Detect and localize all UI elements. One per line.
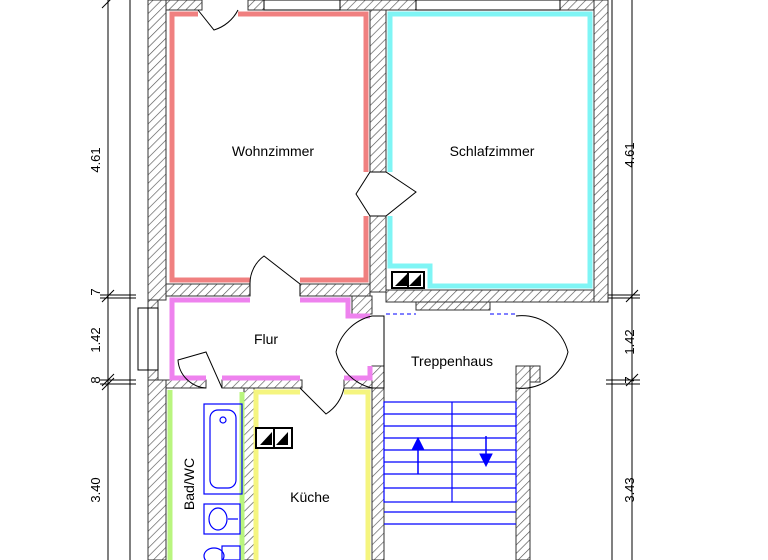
staircase (383, 401, 517, 525)
dim-right-schlaf: 4.61 (622, 142, 637, 167)
dim-right-flur: 1.42 (622, 329, 637, 354)
room-label-wohnzimmer: Wohnzimmer (232, 143, 315, 159)
door-flur-bad (177, 351, 223, 389)
walls (147, 0, 609, 560)
room-label-kueche: Küche (290, 489, 330, 505)
arrow-down-icon (479, 436, 493, 468)
toilet (203, 545, 241, 560)
dim-right-kueche: 3.43 (622, 477, 637, 502)
flur-outline-bottom2 (344, 366, 373, 381)
dim-left-wall2: 8 (88, 376, 103, 383)
room-label-treppenhaus: Treppenhaus (411, 353, 493, 369)
wohnzimmer-outline (169, 11, 250, 283)
door-wohn-flur (249, 255, 301, 296)
room-label-schlafzimmer: Schlafzimmer (450, 143, 535, 159)
chimney-vent-icon-kueche (255, 427, 293, 449)
flur-outline-right (300, 297, 370, 319)
door-treppe-right (515, 315, 569, 389)
door-wohn-schlaf (355, 171, 417, 217)
room-label-flur: Flur (254, 331, 278, 347)
wohnzimmer-outline-right (238, 11, 369, 172)
door-flur-kueche (299, 387, 345, 415)
door-treppe-left (335, 315, 385, 389)
windows (137, 0, 561, 371)
door-wohnzimmer-top (197, 9, 239, 31)
doors (177, 9, 569, 415)
bathtub (203, 403, 243, 495)
dim-left-bad: 3.40 (88, 477, 103, 502)
dim-right-wall: 7 (622, 376, 637, 383)
flur-outline (169, 297, 250, 381)
room-label-bad: Bad/WC (181, 458, 197, 510)
schlafzimmer-outline (387, 11, 593, 289)
washbasin (203, 503, 241, 535)
arrow-up-icon (411, 436, 425, 474)
wohnzimmer-outline-bottom (300, 216, 369, 283)
room-outlines (167, 11, 593, 560)
dim-left-wohn: 4.61 (88, 147, 103, 172)
kueche-outline (253, 389, 300, 560)
dim-left-flur: 1.42 (88, 327, 103, 352)
kueche-outline-right (344, 389, 371, 560)
chimney-vent-icon (391, 271, 425, 289)
dim-left-wall1: 7 (88, 288, 103, 295)
dimension-lines (100, 0, 640, 560)
